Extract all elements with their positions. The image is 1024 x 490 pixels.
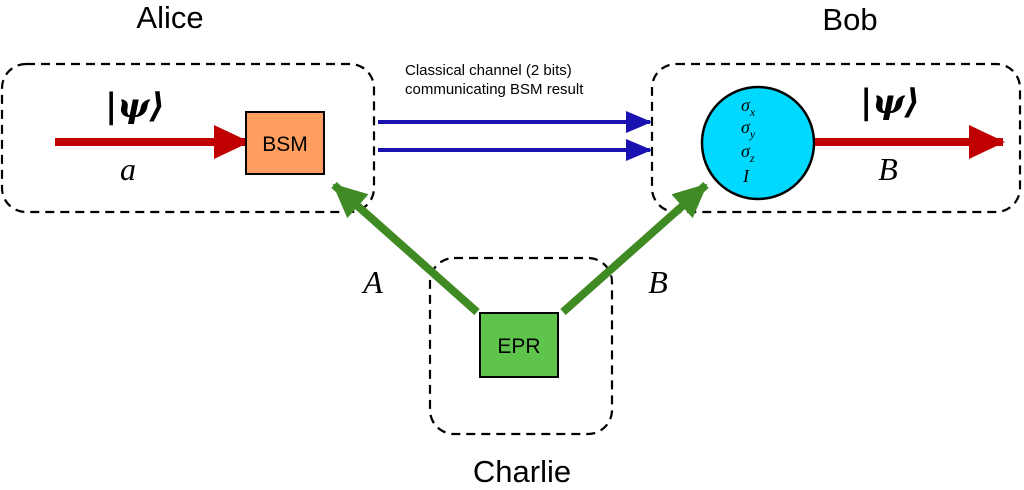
alice-region [0, 62, 376, 214]
alice-title: Alice [136, 0, 203, 35]
bob-state-label: |ψ⟩ [860, 82, 920, 122]
pauli-operations: σx σy σz I [741, 95, 756, 186]
bsm-box [245, 111, 325, 175]
alice-state-label: |ψ⟩ [105, 86, 165, 126]
epr-to-alice-arrow [331, 182, 480, 315]
identity-operator: I [742, 166, 750, 186]
pauli-y-operator: σy [741, 117, 756, 141]
bob-output-qubit-label: B [878, 151, 898, 187]
epr-label: EPR [497, 335, 540, 358]
classical-channel-label-line2: communicating BSM result [405, 81, 584, 98]
epr-to-bob-arrow [560, 182, 709, 315]
pauli-z-operator: σz [741, 141, 755, 165]
epr-box [479, 312, 559, 378]
alice-input-qubit-label: a [120, 151, 136, 187]
pauli-x-operator: σx [741, 95, 756, 119]
bob-title: Bob [822, 2, 877, 37]
epr-to-bob-qubit-label: B [648, 264, 668, 300]
classical-channel-label-line1: Classical channel (2 bits) [405, 62, 572, 79]
bob-region [650, 62, 1022, 214]
epr-to-alice-qubit-label: A [361, 264, 383, 300]
bob-correction-circle [700, 85, 816, 201]
charlie-region [428, 256, 614, 436]
charlie-title: Charlie [473, 454, 571, 489]
bsm-label: BSM [262, 133, 308, 156]
